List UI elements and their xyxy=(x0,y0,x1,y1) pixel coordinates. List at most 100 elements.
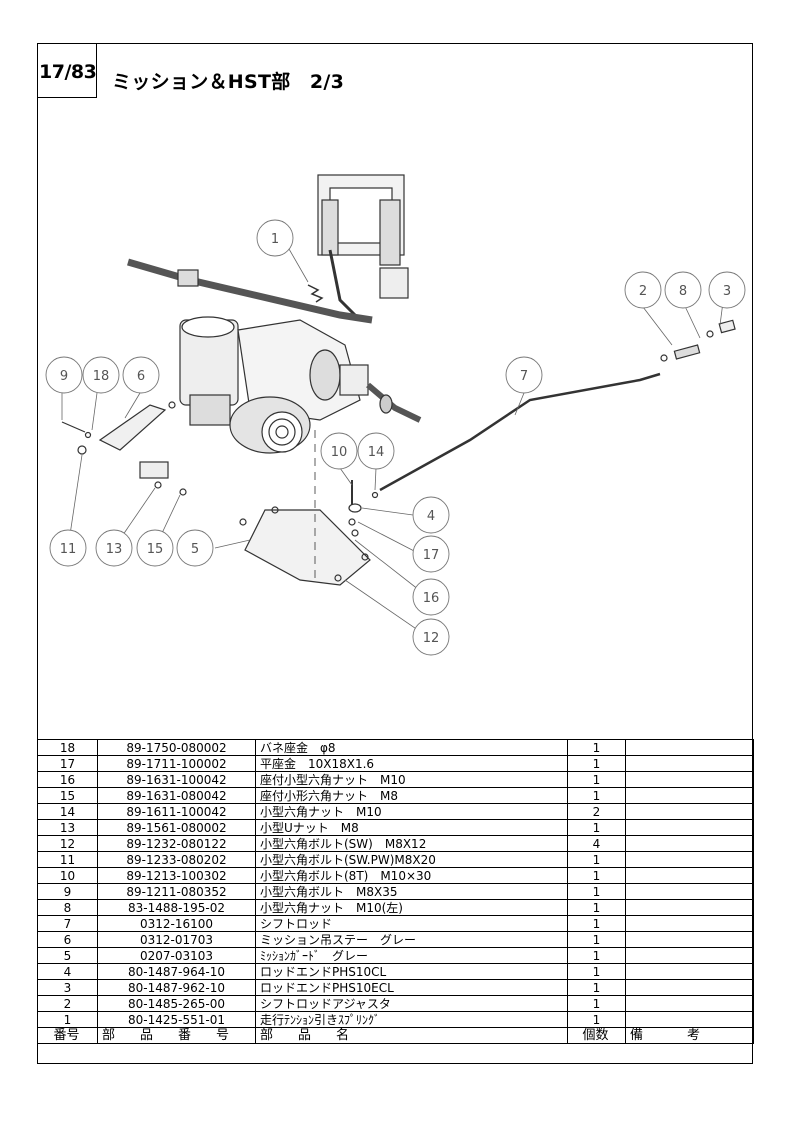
cell-no: 3 xyxy=(37,979,98,996)
cell-part-name: シフトロッドアジャスタ xyxy=(255,995,568,1012)
cell-no: 10 xyxy=(37,867,98,884)
callout-label: 13 xyxy=(106,542,123,557)
callout-label: 11 xyxy=(60,542,77,557)
cell-remarks xyxy=(625,899,754,916)
callout-circle xyxy=(95,529,133,567)
cell-remarks xyxy=(625,915,754,932)
cell-part-number: 89-1631-080042 xyxy=(97,787,256,804)
cell-part-number: 89-1232-080122 xyxy=(97,835,256,852)
cell-part-name: ミッション吊ステー グレー xyxy=(255,931,568,948)
cell-part-number: 89-1631-100042 xyxy=(97,771,256,788)
cell-remarks xyxy=(625,1011,754,1028)
cell-part-name: 走行ﾃﾝｼｮﾝ引きｽﾌﾟﾘﾝｸﾞ xyxy=(255,1011,568,1028)
cell-qty: 1 xyxy=(567,755,626,772)
cell-remarks xyxy=(625,995,754,1012)
callout-label: 1 xyxy=(271,232,279,247)
cell-remarks xyxy=(625,947,754,964)
cell-no: 5 xyxy=(37,947,98,964)
cell-part-number: 80-1487-962-10 xyxy=(97,979,256,996)
cell-part-number: 89-1711-100002 xyxy=(97,755,256,772)
header-remarks: 備 考 xyxy=(625,1027,754,1044)
callout-label: 6 xyxy=(137,369,145,384)
callout-label: 2 xyxy=(639,284,647,299)
cell-part-number: 89-1211-080352 xyxy=(97,883,256,900)
cell-part-name: ロッドエンドPHS10ECL xyxy=(255,979,568,996)
table-header-row: 番号 部 品 番 号 部 品 名 個数 備 考 xyxy=(37,1027,754,1044)
cell-qty: 1 xyxy=(567,787,626,804)
cell-part-name: 座付小型六角ナット M10 xyxy=(255,771,568,788)
cell-part-number: 0207-03103 xyxy=(97,947,256,964)
cell-qty: 1 xyxy=(567,899,626,916)
cell-remarks xyxy=(625,755,754,772)
cell-part-name: 小型Uナット M8 xyxy=(255,819,568,836)
callout-label: 14 xyxy=(368,445,385,460)
cell-part-name: 平座金 10X18X1.6 xyxy=(255,755,568,772)
cell-remarks xyxy=(625,819,754,836)
cell-part-number: 89-1750-080002 xyxy=(97,739,256,756)
cell-qty: 1 xyxy=(567,931,626,948)
callout-circle xyxy=(357,432,395,470)
callout-circle xyxy=(412,578,450,616)
cell-remarks xyxy=(625,867,754,884)
cell-remarks xyxy=(625,771,754,788)
callout-circle xyxy=(49,529,87,567)
cell-remarks xyxy=(625,979,754,996)
callout-circle xyxy=(708,271,746,309)
cell-part-name: 小型六角ボルト(8T) M10×30 xyxy=(255,867,568,884)
cell-qty: 1 xyxy=(567,947,626,964)
cell-remarks xyxy=(625,931,754,948)
cell-part-name: 小型六角ナット M10(左) xyxy=(255,899,568,916)
cell-no: 1 xyxy=(37,1011,98,1028)
cell-no: 2 xyxy=(37,995,98,1012)
cell-qty: 1 xyxy=(567,883,626,900)
cell-no: 11 xyxy=(37,851,98,868)
header-no: 番号 xyxy=(37,1027,98,1044)
page-frame xyxy=(37,43,753,1064)
cell-part-name: ﾐｯｼｮﾝｶﾞｰﾄﾞ グレー xyxy=(255,947,568,964)
cell-qty: 1 xyxy=(567,915,626,932)
cell-qty: 1 xyxy=(567,995,626,1012)
cell-part-number: 80-1425-551-01 xyxy=(97,1011,256,1028)
cell-remarks xyxy=(625,851,754,868)
cell-qty: 1 xyxy=(567,819,626,836)
cell-remarks xyxy=(625,883,754,900)
callout-label: 18 xyxy=(93,369,110,384)
cell-no: 7 xyxy=(37,915,98,932)
callout-label: 9 xyxy=(60,369,68,384)
cell-qty: 1 xyxy=(567,739,626,756)
callout-label: 17 xyxy=(423,548,440,563)
callout-label: 5 xyxy=(191,542,199,557)
callout-circle xyxy=(122,356,160,394)
cell-remarks xyxy=(625,835,754,852)
callout-circle xyxy=(664,271,702,309)
cell-no: 16 xyxy=(37,771,98,788)
callout-label: 10 xyxy=(331,445,348,460)
callout-circle xyxy=(176,529,214,567)
callout-circle xyxy=(45,356,83,394)
header-part-name: 部 品 名 xyxy=(255,1027,568,1044)
callout-circle xyxy=(320,432,358,470)
cell-no: 13 xyxy=(37,819,98,836)
cell-part-number: 80-1487-964-10 xyxy=(97,963,256,980)
cell-qty: 1 xyxy=(567,851,626,868)
cell-part-number: 89-1611-100042 xyxy=(97,803,256,820)
cell-part-name: シフトロッド xyxy=(255,915,568,932)
callout-circle xyxy=(136,529,174,567)
callout-label: 15 xyxy=(147,542,164,557)
cell-qty: 1 xyxy=(567,867,626,884)
cell-part-name: 小型六角ナット M10 xyxy=(255,803,568,820)
